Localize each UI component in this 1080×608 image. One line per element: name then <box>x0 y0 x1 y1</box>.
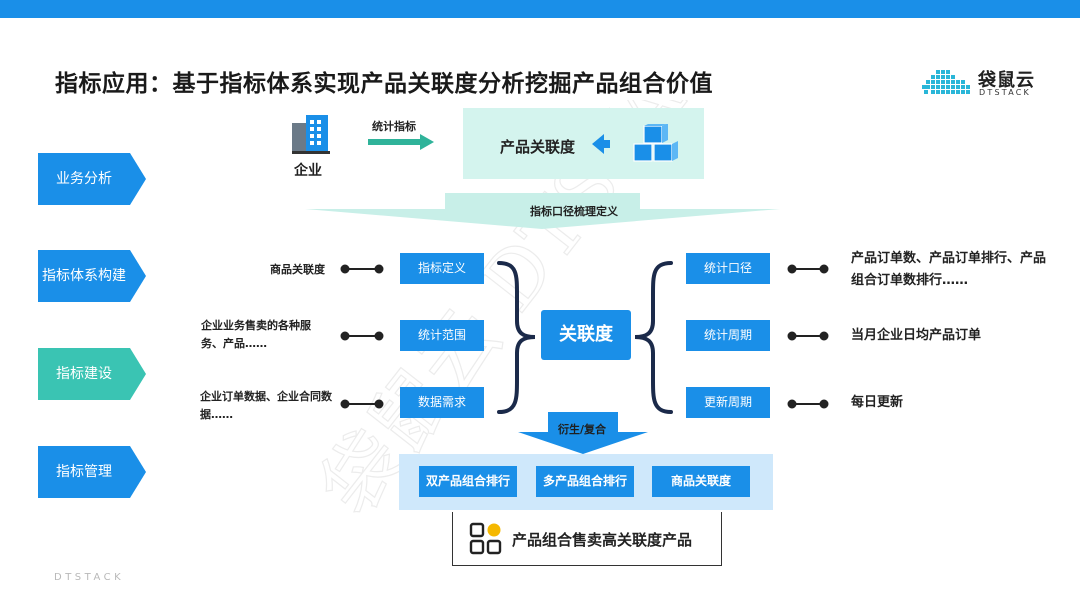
right-box-stat-caliber[interactable]: 统计口径 <box>686 253 770 284</box>
nav-tab-label: 业务分析 <box>56 171 112 187</box>
right-box-update-period[interactable]: 更新周期 <box>686 387 770 418</box>
braces <box>497 261 673 414</box>
page-title: 指标应用：基于指标体系实现产品关联度分析挖掘产品组合价值 <box>55 71 713 97</box>
left-desc-2: 企业业务售卖的各种服务、产品…… <box>201 319 311 350</box>
nav-tab-metric-build[interactable]: 指标建设 <box>38 348 146 400</box>
result-label: 产品组合售卖高关联度产品 <box>512 531 693 549</box>
cloud-icon <box>922 70 970 94</box>
spread-band <box>305 193 780 229</box>
right-desc-3: 每日更新 <box>851 395 904 410</box>
nav-tab-label: 指标建设 <box>56 366 112 382</box>
nav-tab-label: 指标体系构建 <box>42 268 126 284</box>
right-desc-1: 产品订单数、产品订单排行、产品组合订单数排行…… <box>851 251 1047 288</box>
result-box <box>452 512 722 566</box>
nav-tab-label: 指标管理 <box>56 464 112 480</box>
bottom-box-dual-product-ranking[interactable]: 双产品组合排行 <box>419 466 517 497</box>
left-box-stat-scope[interactable]: 统计范围 <box>400 320 484 351</box>
building-icon <box>292 115 330 154</box>
nav-tab-business-analysis[interactable]: 业务分析 <box>38 153 146 205</box>
cubes-icon <box>633 124 678 162</box>
center-relevance-box[interactable]: 关联度 <box>541 310 631 360</box>
brand-logo: 袋鼠云 DTSTACK <box>922 66 1042 100</box>
stat-metric-label: 统计指标 <box>372 120 416 133</box>
arrow-left-icon <box>592 134 610 154</box>
right-desc-2: 当月企业日均产品订单 <box>851 328 982 343</box>
right-box-stat-period[interactable]: 统计周期 <box>686 320 770 351</box>
enterprise-label: 企业 <box>294 163 322 179</box>
derive-label: 衍生/复合 <box>558 423 607 436</box>
bottom-box-multi-product-ranking[interactable]: 多产品组合排行 <box>536 466 634 497</box>
arrow-right-icon <box>368 134 434 150</box>
grid-icon <box>469 522 502 555</box>
spread-label: 指标口径梳理定义 <box>530 205 618 218</box>
logo-name-en: DTSTACK <box>979 88 1031 97</box>
relevance-label: 产品关联度 <box>500 138 576 156</box>
logo-name-cn: 袋鼠云 <box>978 70 1035 91</box>
bottom-box-product-relevance[interactable]: 商品关联度 <box>652 466 750 497</box>
left-box-metric-definition[interactable]: 指标定义 <box>400 253 484 284</box>
arrow-down-icon <box>518 412 648 454</box>
left-desc-1: 商品关联度 <box>270 263 325 276</box>
footer-brand: DTSTACK <box>54 572 125 583</box>
top-accent-bar <box>0 0 1080 18</box>
left-desc-3: 企业订单数据、企业合同数据…… <box>200 390 332 421</box>
nav-tab-metric-system[interactable]: 指标体系构建 <box>38 250 146 302</box>
nav-tab-metric-management[interactable]: 指标管理 <box>38 446 146 498</box>
left-box-data-requirement[interactable]: 数据需求 <box>400 387 484 418</box>
